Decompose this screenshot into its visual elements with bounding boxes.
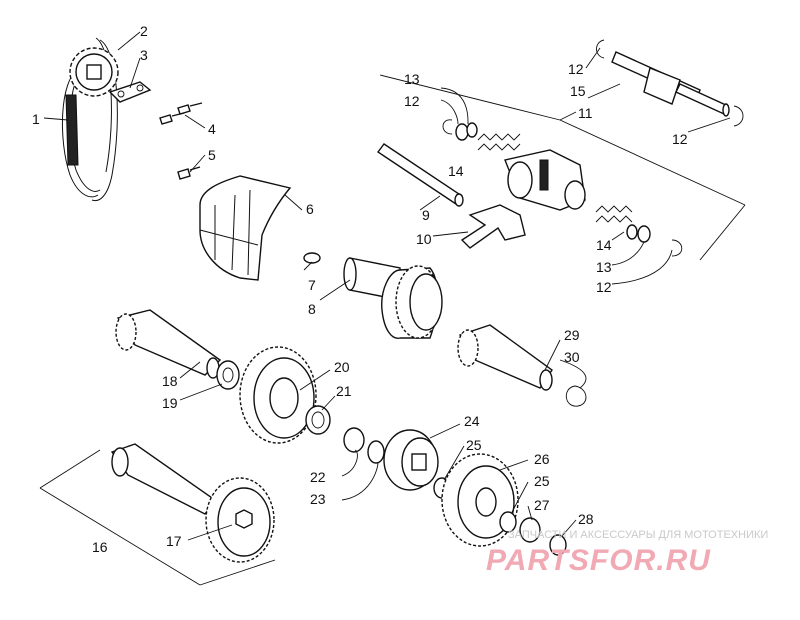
- callout-22: 22: [310, 469, 326, 485]
- callout-13a: 13: [404, 71, 420, 87]
- callout-19: 19: [162, 395, 178, 411]
- shift-rod: [376, 143, 464, 207]
- callout-8: 8: [308, 301, 316, 317]
- callout-5: 5: [208, 147, 216, 163]
- bearing-21: [305, 405, 331, 435]
- callout-28: 28: [578, 511, 594, 527]
- callout-17: 17: [166, 533, 182, 549]
- assembly-outline-16: [39, 449, 276, 586]
- callout-11: 11: [578, 105, 593, 121]
- callout-18: 18: [162, 373, 178, 389]
- callout-20: 20: [334, 359, 350, 375]
- callout-26: 26: [534, 451, 550, 467]
- assembly-outline-11: [379, 74, 746, 261]
- callout-4: 4: [208, 121, 216, 137]
- callout-16: 16: [92, 539, 108, 555]
- callout-23: 23: [310, 491, 326, 507]
- leader-lines: [43, 31, 731, 541]
- callout-24: 24: [464, 413, 480, 429]
- bearing-27: [519, 517, 541, 543]
- watermark-tagline: ЗАПЧАСТИ И АКСЕССУАРЫ ДЛЯ МОТОТЕХНИКИ: [508, 529, 768, 541]
- sprocket: [69, 47, 119, 97]
- callout-25a: 25: [466, 437, 482, 453]
- callout-21: 21: [336, 383, 352, 399]
- output-shaft-gear: [343, 257, 443, 339]
- bolts: [159, 102, 203, 180]
- rings-right: [626, 224, 683, 257]
- callout-14b: 14: [596, 237, 612, 253]
- callout-13b: 13: [596, 259, 612, 275]
- callout-12b: 12: [404, 93, 420, 109]
- callout-12a: 12: [568, 61, 584, 77]
- ring-30: [565, 385, 587, 407]
- callout-10: 10: [416, 231, 432, 247]
- chain-cover: [199, 175, 292, 281]
- callout-3: 3: [140, 47, 148, 63]
- retainer-plate: [108, 81, 152, 103]
- callout-25b: 25: [534, 473, 550, 489]
- callout-labels: 1 2 3 4 5 6 7 8 9 10 11 12 12 12 12 13 1…: [32, 23, 688, 555]
- watermark-logo: PARTSFOR.RU: [486, 544, 711, 577]
- callout-14a: 14: [448, 163, 464, 179]
- callout-29: 29: [564, 327, 580, 343]
- shift-fork-assembly: [460, 149, 586, 249]
- rings-left: [442, 119, 478, 141]
- callout-1: 1: [32, 111, 40, 127]
- callout-12d: 12: [596, 279, 612, 295]
- shift-shaft: [596, 39, 744, 127]
- springs: [477, 133, 633, 223]
- callout-27: 27: [534, 497, 550, 513]
- washer-19: [216, 360, 240, 390]
- callout-7: 7: [308, 277, 316, 293]
- ring-23: [367, 440, 385, 464]
- hub-24: [383, 429, 439, 491]
- callout-9: 9: [422, 207, 430, 223]
- callout-30: 30: [564, 349, 580, 365]
- ring-28: [549, 534, 567, 556]
- callout-6: 6: [306, 201, 314, 217]
- washer-22: [343, 427, 365, 453]
- washer-7: [303, 252, 321, 264]
- shaft-29: [457, 324, 553, 391]
- callout-15: 15: [570, 83, 586, 99]
- gear-20: [239, 346, 317, 444]
- watermark: ЗАПЧАСТИ И АКСЕССУАРЫ ДЛЯ МОТОТЕХНИКИ PA…: [486, 529, 768, 577]
- countershaft-assembly: [110, 443, 275, 563]
- input-shaft: [115, 309, 222, 379]
- callout-2: 2: [140, 23, 148, 39]
- callout-12c: 12: [672, 131, 688, 147]
- washer-25b: [499, 511, 517, 533]
